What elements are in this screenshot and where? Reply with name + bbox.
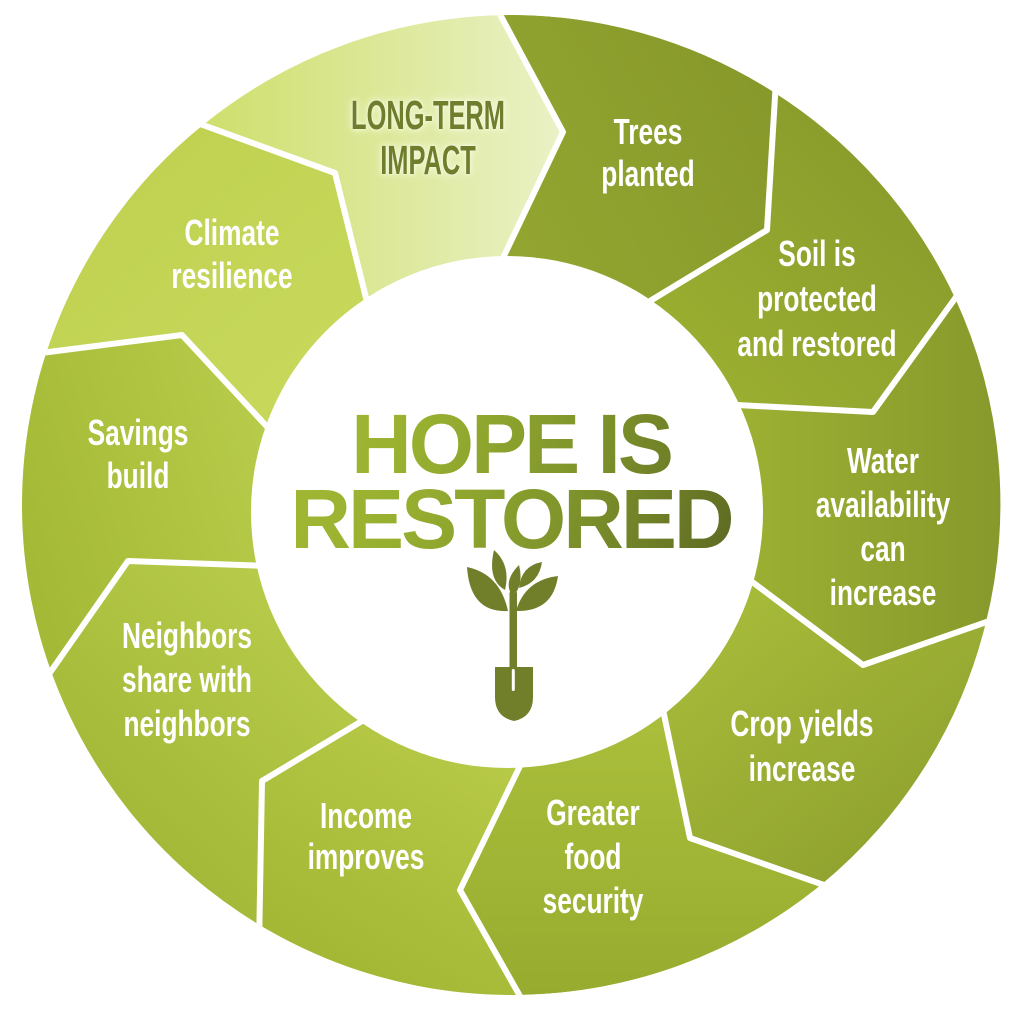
divider-arrow (39, 558, 269, 686)
label-line: increase (829, 572, 937, 613)
divider-arrow (32, 332, 274, 434)
label-line: food (564, 836, 622, 877)
label-line: resilience (171, 255, 293, 296)
label-line: Trees (613, 111, 683, 152)
label-line: can (860, 528, 906, 569)
center-title-line-1: HOPE IS (351, 397, 671, 491)
label-crop-yields: Crop yields increase (707, 701, 897, 791)
label-long-term-impact: LONG-TERM IMPACT (347, 93, 508, 183)
label-line: Water (846, 440, 920, 481)
label-water-availability: Water availability can increase (788, 439, 978, 615)
label-line: planted (601, 153, 695, 194)
label-line: security (542, 880, 644, 921)
label-line: IMPACT (380, 137, 476, 183)
label-line: LONG-TERM (351, 92, 505, 138)
label-line: share with (122, 659, 252, 700)
label-soil-protected: Soil is protected and restored (722, 231, 912, 366)
label-line: increase (748, 748, 856, 789)
label-line: Income (319, 795, 413, 836)
divider-arrow (457, 762, 528, 995)
label-line: availability (815, 484, 951, 525)
divider-arrow (492, 15, 566, 260)
divider-arrow (190, 118, 370, 303)
label-line: Soil is (778, 233, 856, 274)
divider-arrow (256, 715, 369, 949)
label-line: Greater (546, 792, 640, 833)
label-line: Climate (184, 212, 280, 253)
divider-arrow (648, 79, 779, 304)
label-savings: Savings build (43, 411, 233, 497)
label-income: Income improves (271, 795, 461, 877)
label-trees-planted: Trees planted (553, 111, 743, 195)
label-line: Crop yields (730, 703, 874, 744)
segment-dividers (32, 15, 999, 995)
label-neighbors: Neighbors share with neighbors (92, 614, 282, 746)
divider-arrow (659, 704, 842, 894)
label-food-security: Greater food security (498, 791, 688, 923)
label-line: Neighbors (122, 615, 252, 656)
label-line: protected (757, 278, 877, 319)
label-climate-resilience: Climate resilience (137, 211, 327, 297)
label-line: Savings (87, 412, 189, 453)
label-line: improves (307, 836, 425, 877)
divider-arrow (736, 284, 967, 415)
center-title: HOPE IS RESTORED (271, 407, 751, 557)
label-line: neighbors (123, 703, 251, 744)
divider-arrow (745, 575, 999, 668)
center-title-line-2: RESTORED (290, 472, 732, 566)
label-line: and restored (737, 323, 897, 364)
center-circle (251, 256, 763, 768)
label-line: build (106, 455, 170, 496)
sprout-shovel-icon (467, 550, 558, 721)
